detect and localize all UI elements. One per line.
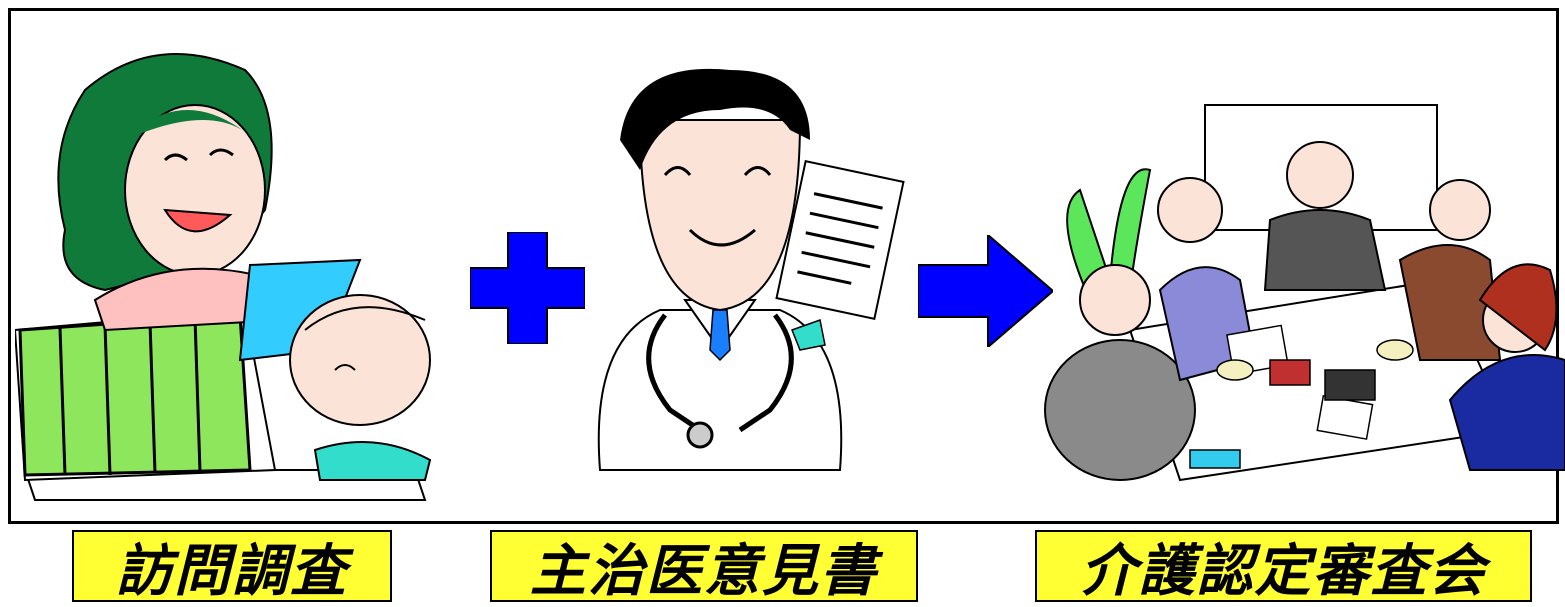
plus-icon xyxy=(470,232,585,344)
step-label-doctor-opinion: 主治医意見書 xyxy=(490,530,918,604)
step-label-committee: 介護認定審査会 xyxy=(1035,530,1532,604)
step-label-text: 訪問調査 xyxy=(116,538,348,604)
doctor-illustration xyxy=(597,68,905,471)
home-visit-illustration xyxy=(15,53,432,501)
step-label-text: 介護認定審査会 xyxy=(1080,538,1487,604)
step-label-text: 主治医意見書 xyxy=(530,538,878,604)
meeting-illustration xyxy=(1044,104,1565,482)
step-label-home-visit: 訪問調査 xyxy=(72,530,392,604)
arrow-right-icon xyxy=(918,235,1053,347)
